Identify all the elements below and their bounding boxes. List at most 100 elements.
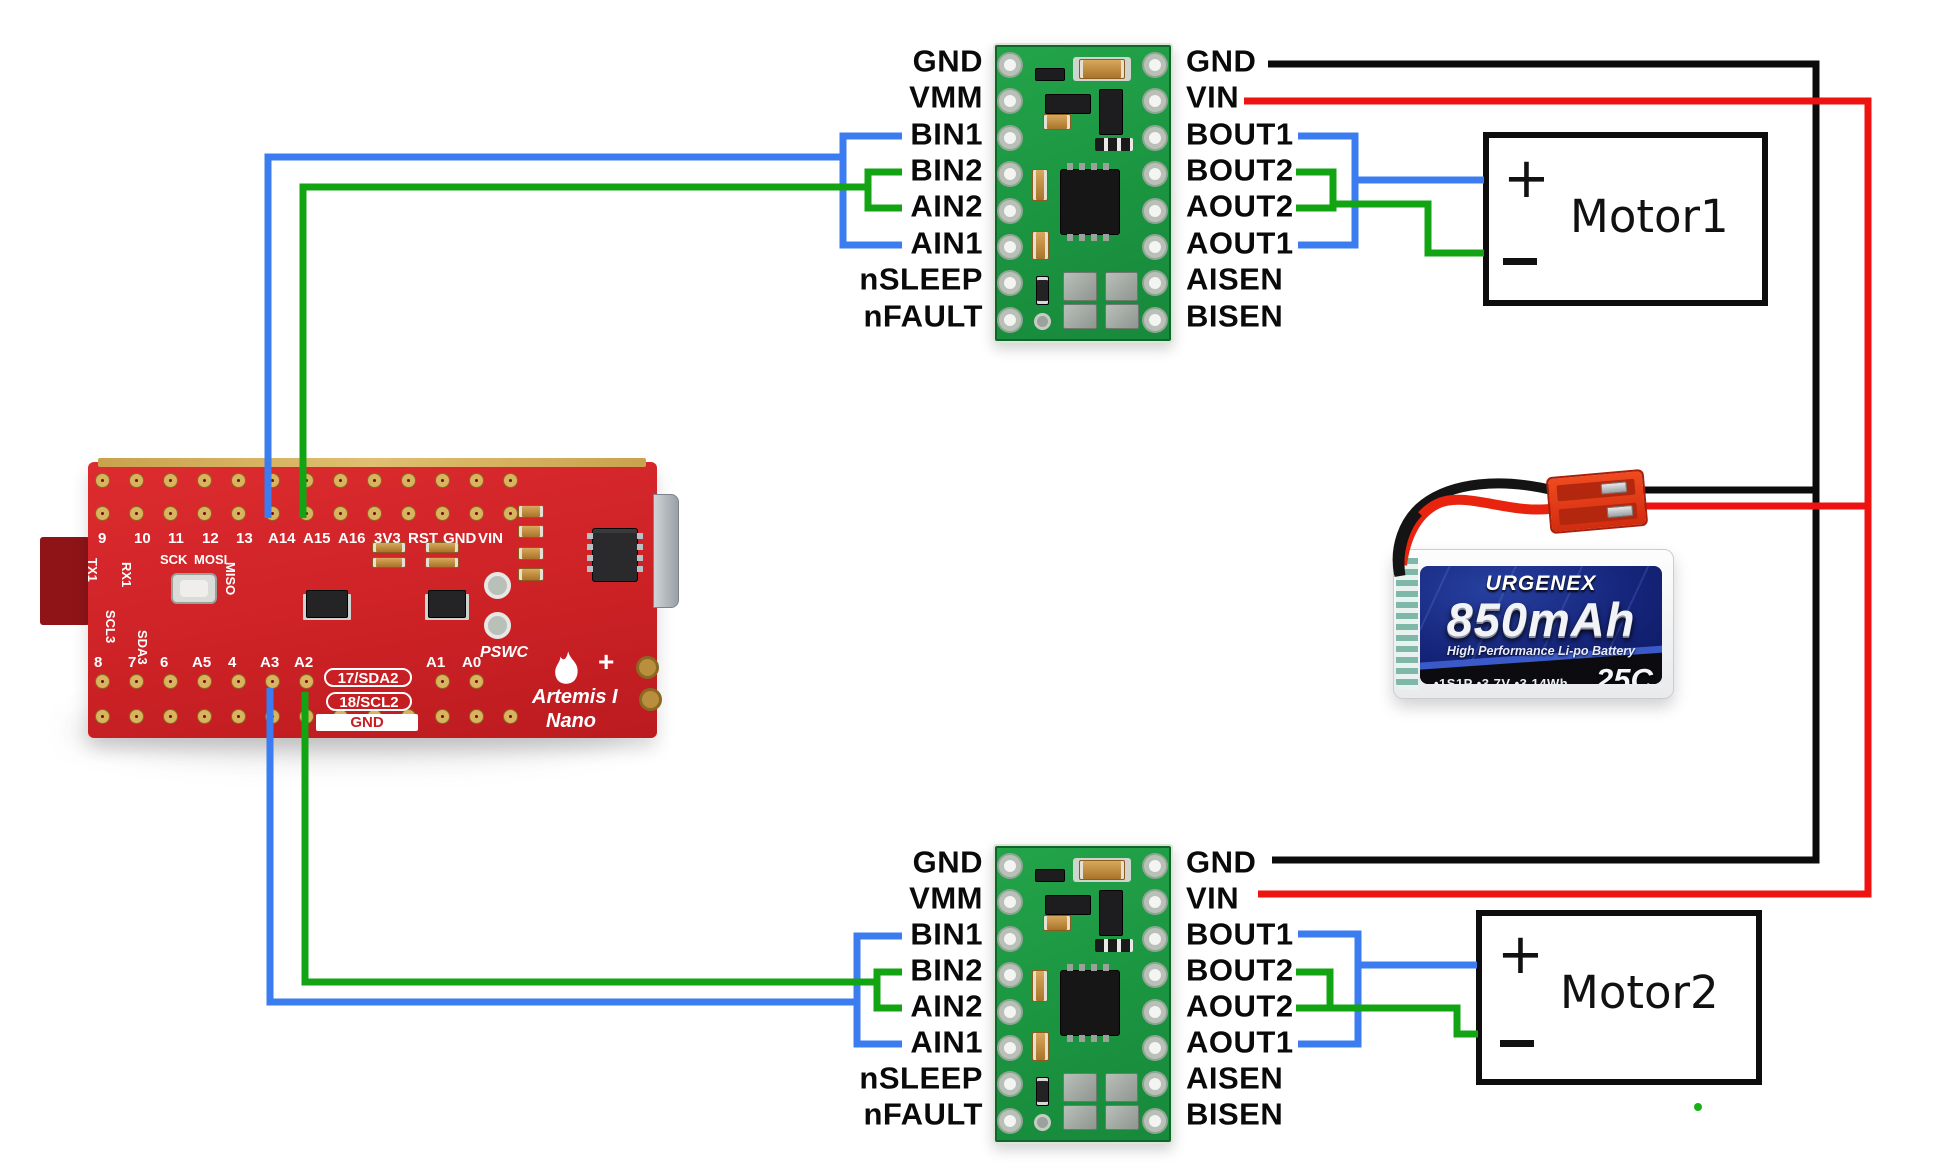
driver1-pin-label-GND: GND — [912, 43, 983, 79]
pin-hole — [232, 474, 245, 487]
main-ic — [587, 528, 643, 582]
jumper-pad — [1105, 272, 1138, 301]
crystal-oscillator — [171, 573, 217, 604]
pin-hole — [436, 675, 449, 688]
pin-hole — [1144, 1001, 1166, 1023]
driver2-pin-label-nFAULT: nFAULT — [863, 1096, 983, 1132]
pin-hole — [300, 675, 313, 688]
driver1-pin-label-AIN2: AIN2 — [910, 188, 983, 224]
driver1-pin-label-AIN1: AIN1 — [910, 225, 983, 261]
pin-hole — [1144, 1073, 1166, 1095]
motor1-minus — [1503, 258, 1537, 265]
pin-hole — [999, 163, 1021, 185]
motor2-box — [1476, 910, 1762, 1085]
jumper-pad — [1063, 1073, 1097, 1102]
silk-pin-A1: A1 — [426, 654, 446, 671]
pin-hole — [1144, 90, 1166, 112]
pin-hole — [1144, 163, 1166, 185]
gold-pad — [636, 656, 659, 679]
capacitor — [1032, 970, 1048, 1002]
motor1-plus: + — [1503, 146, 1550, 211]
pin-hole — [1144, 855, 1166, 877]
driver2-pin-label-VMM: VMM — [909, 880, 983, 916]
motor2-minus — [1500, 1040, 1534, 1047]
silk-pin-A2: A2 — [294, 654, 314, 671]
pin-hole — [164, 474, 177, 487]
via — [1034, 1114, 1051, 1131]
silk-pin-A15: A15 — [303, 530, 331, 547]
transistor-icon — [428, 590, 466, 618]
resistor — [372, 557, 406, 568]
pin-hole — [96, 507, 109, 520]
pin-hole — [130, 474, 143, 487]
driver1-pin-label-nSLEEP: nSLEEP — [859, 261, 983, 297]
pin-hole — [470, 675, 483, 688]
silk-pin-6: 6 — [160, 654, 169, 671]
driver2-pin-label-BOUT1: BOUT1 — [1186, 916, 1294, 952]
pin-hole — [1144, 964, 1166, 986]
pin-hole — [232, 710, 245, 723]
driver1-pin-label-AISEN: AISEN — [1186, 261, 1284, 297]
silk-pin-7: 7 — [128, 654, 137, 671]
pin-hole — [999, 127, 1021, 149]
via — [1034, 313, 1051, 330]
plus-mark: + — [598, 646, 615, 677]
motor2-plus: + — [1497, 922, 1544, 987]
pin-hole — [999, 272, 1021, 294]
pin-hole — [999, 928, 1021, 950]
pin-hole — [232, 507, 245, 520]
driver1-pin-label-BISEN: BISEN — [1186, 298, 1284, 334]
pin-hole — [198, 507, 211, 520]
pin-hole — [999, 200, 1021, 222]
resistor-041 — [1035, 68, 1065, 81]
resistor — [425, 557, 459, 568]
pin-hole — [1144, 1037, 1166, 1059]
pin-hole — [999, 309, 1021, 331]
driver1-pin-label-AOUT2: AOUT2 — [1186, 188, 1294, 224]
driver2-pin-label-nSLEEP: nSLEEP — [859, 1060, 983, 1096]
silk-pin-RST: RST — [408, 530, 438, 547]
driver1-pin-label-GND: GND — [1186, 43, 1257, 79]
capacitor — [1032, 1032, 1049, 1061]
silk-pin-A0: A0 — [462, 654, 482, 671]
silk-pin-VIN: VIN — [478, 530, 504, 547]
silk-pin-A14: A14 — [268, 530, 296, 547]
silk-pin-13: 13 — [236, 530, 253, 547]
pin-hole — [130, 675, 143, 688]
pin-hole — [164, 675, 177, 688]
motor-driver-board-2 — [993, 844, 1173, 1144]
pin-hole — [1144, 309, 1166, 331]
capacitor — [1032, 231, 1049, 260]
silk-pin-A5: A5 — [192, 654, 212, 671]
silk-sub-MOSI: MOSI — [194, 552, 228, 567]
pin-hole — [96, 474, 109, 487]
pin-hole — [130, 710, 143, 723]
resistor — [518, 525, 544, 538]
pin-hole — [999, 236, 1021, 258]
driver1-pin-label-AOUT1: AOUT1 — [1186, 225, 1294, 261]
pin-hole — [999, 1001, 1021, 1023]
pin-hole — [232, 675, 245, 688]
driver1-pin-label-VIN: VIN — [1186, 79, 1240, 115]
silk-pin-GND: GND — [443, 530, 477, 547]
pin-hole — [999, 1110, 1021, 1132]
motor-driver-board-1 — [993, 43, 1173, 343]
capacitor — [1032, 169, 1048, 201]
driver1-pin-label-nFAULT: nFAULT — [863, 298, 983, 334]
pin-hole — [1144, 891, 1166, 913]
silk-sda2: 17/SDA2 — [324, 668, 412, 687]
connector-contact — [1606, 504, 1634, 519]
driver2-pin-label-AISEN: AISEN — [1186, 1060, 1284, 1096]
stray-green-dot — [1694, 1103, 1702, 1111]
resistor — [518, 568, 544, 581]
pin-hole — [1144, 200, 1166, 222]
driver1-pin-label-BIN2: BIN2 — [910, 152, 983, 188]
silk-pin-10: 10 — [134, 530, 151, 547]
transistor-icon — [306, 590, 348, 618]
pin-hole — [1144, 236, 1166, 258]
jumper-pad — [1105, 304, 1139, 329]
silk-pswc: PSWC — [480, 644, 528, 661]
artemis-left-tab — [40, 537, 90, 625]
silk-pin-A3: A3 — [260, 654, 280, 671]
